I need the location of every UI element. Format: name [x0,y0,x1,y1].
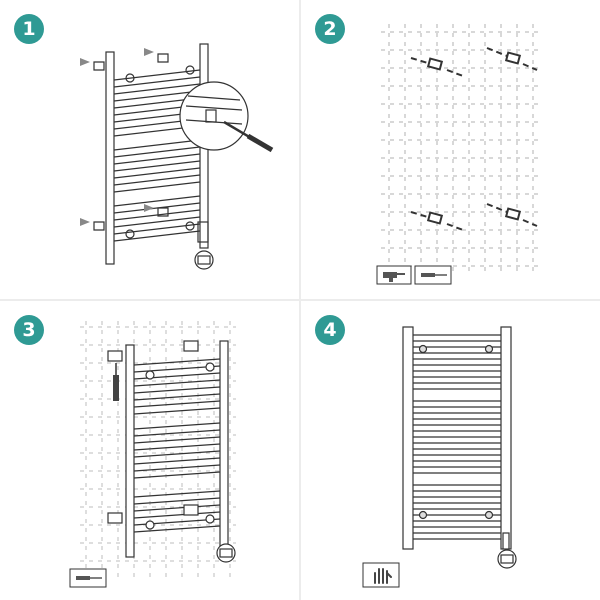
step-3-panel: 3 [0,301,299,600]
panel-divider-horizontal [0,299,600,301]
step-2-badge: 2 [315,14,345,44]
bracket-fixing-icon [69,321,236,588]
step-1-panel: 1 [0,0,299,299]
step-2-panel: 2 [301,0,600,299]
hand-tighten-icon [362,562,400,588]
step-1-badge: 1 [14,14,44,44]
step-3-badge: 3 [14,315,44,345]
step-4-badge: 4 [315,315,345,345]
drill-icon [376,265,412,285]
screwdriver-icon [69,568,107,588]
step-4-panel: 4 [301,301,600,600]
screwdriver-icon [414,265,452,285]
wall-drilling-plan-icon [376,24,541,285]
radiator-mounting-detail-icon [80,43,274,270]
finished-radiator-icon [362,326,517,588]
